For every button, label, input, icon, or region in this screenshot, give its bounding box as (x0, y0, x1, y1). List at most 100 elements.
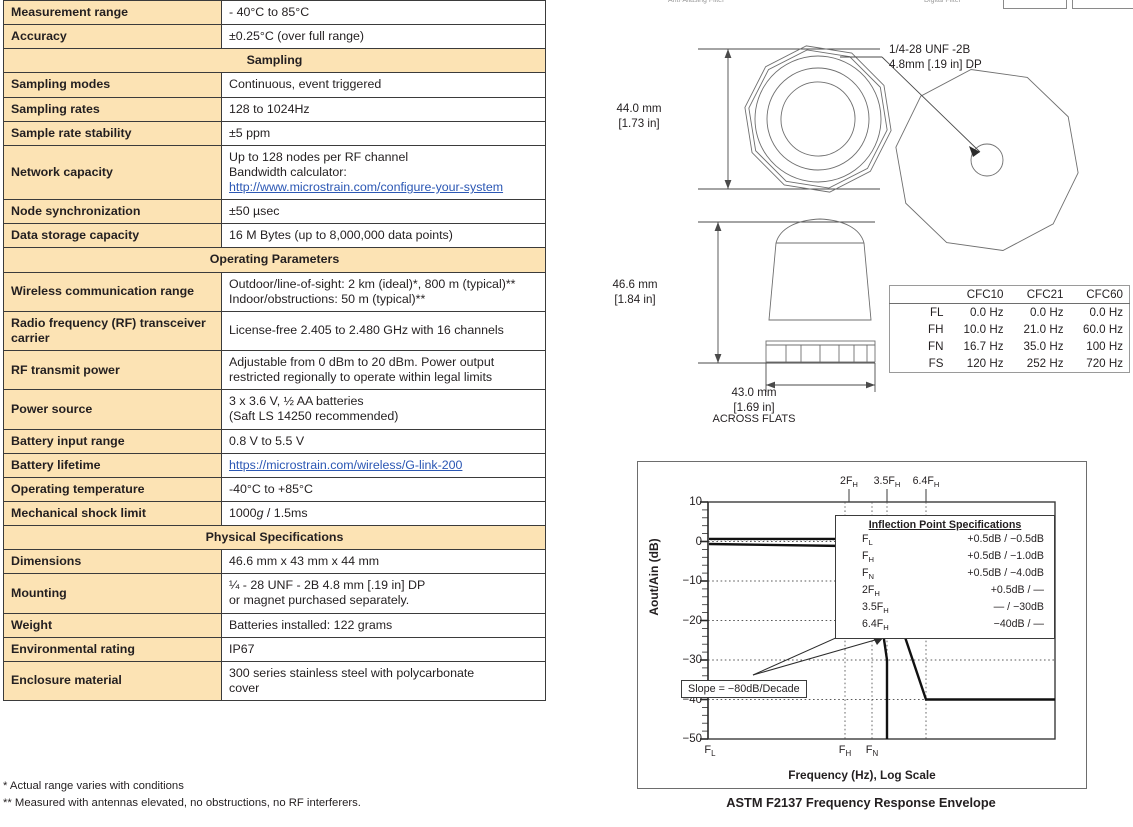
mechanical-drawings (698, 45, 1079, 392)
spec-section-label: Sampling (3, 48, 546, 74)
chart-caption: ASTM F2137 Frequency Response Envelope (726, 795, 996, 810)
chart-y-tick-label: −30 (682, 654, 702, 666)
spec-value-line: / 1.5ms (263, 505, 308, 520)
spec-key: RF transmit power (3, 349, 222, 391)
cfc-cell: 252 Hz (1026, 357, 1064, 370)
spec-value: 46.6 mm x 43 mm x 44 mm (221, 549, 546, 575)
spec-value-line: 300 series stainless steel with polycarb… (229, 665, 475, 680)
chart-y-tick-label: −10 (682, 575, 702, 587)
spec-value: 1000g / 1.5ms (221, 500, 546, 527)
battery-lifetime-link[interactable]: https://microstrain.com/wireless/G-link-… (229, 457, 463, 472)
legend-row: 6.4FH −40dB / — (836, 617, 1054, 634)
spec-value-line: Adjustable from 0 dBm to 20 dBm. Power o… (229, 355, 495, 369)
spec-key: Battery input range (3, 428, 222, 454)
bandwidth-calculator-link[interactable]: http://www.microstrain.com/configure-you… (229, 180, 504, 194)
spec-key: Battery lifetime (3, 452, 222, 478)
spec-key: Operating temperature (3, 476, 222, 502)
spec-value-line: restricted regionally to operate within … (229, 370, 493, 385)
spec-row: Accuracy±0.25°C (over full range) (3, 24, 546, 50)
chart-y-tick-label: −50 (682, 733, 702, 745)
cfc-row-label: FS (928, 357, 944, 370)
legend-tolerance-value: +0.5dB / −0.5dB (967, 533, 1044, 545)
spec-row: Operating temperature-40°C to +85°C (3, 476, 546, 502)
digital-filter-label: Digital Filter (924, 0, 961, 4)
spec-section-label: Physical Specifications (3, 524, 546, 551)
spec-value: 300 series stainless steel with polycarb… (221, 660, 546, 702)
cfc-cell: 120 Hz (966, 357, 1004, 370)
chart-toptick-2fh: 2FH (840, 475, 858, 490)
spec-value: 16 M Bytes (up to 8,000,000 data points) (221, 223, 546, 249)
cfc-column-header: CFC21 (1009, 285, 1070, 304)
legend-point-name: 6.4FH (862, 617, 889, 632)
spec-value: Adjustable from 0 dBm to 20 dBm. Power o… (221, 349, 546, 391)
chart-toptick-64fh: 6.4FH (912, 475, 940, 490)
cfc-row-label: FN (928, 340, 944, 353)
spec-section-label: Operating Parameters (3, 247, 546, 273)
legend-point-name: 3.5FH (862, 600, 889, 615)
spec-section-row: Physical Specifications (3, 524, 546, 551)
chart-y-tick-label: 0 (695, 535, 702, 548)
cfc-row-label: FH (928, 323, 944, 336)
legend-point-name: FL (862, 533, 873, 548)
spec-key: Data storage capacity (3, 223, 222, 249)
chart-y-tick-label: −20 (682, 614, 702, 627)
cfc-column-header: CFC60 (1069, 285, 1130, 304)
spec-value-line: Up to 128 nodes per RF channel (229, 149, 409, 164)
spec-value: -40°C to +85°C (221, 476, 546, 502)
across-flats-dimension-label: 43.0 mm [1.69 in] (731, 386, 777, 414)
spec-value-line: Indoor/obstructions: 50 m (typical)** (229, 291, 426, 306)
spec-value-line: 3 x 3.6 V, ½ AA batteries (229, 394, 364, 409)
spec-value-line: Outdoor/line-of-sight: 2 km (ideal)*, 80… (229, 276, 516, 291)
spec-value-line: or magnet purchased separately. (229, 593, 410, 608)
footnotes: * Actual range varies with conditions **… (3, 778, 563, 811)
spec-value-line: cover (229, 680, 260, 695)
spec-key: Radio frequency (RF) transceiver carrier (3, 310, 222, 352)
legend-tolerance-value: — / −30dB (993, 600, 1044, 613)
chart-xtick-fh: FH (838, 744, 852, 759)
spec-key: Wireless communication range (3, 271, 222, 312)
spec-value-line: 1000 (229, 505, 257, 520)
spec-value: - 40°C to 85°C (221, 0, 546, 26)
legend-row: FL +0.5dB / −0.5dB (836, 532, 1054, 549)
spec-key: Dimensions (3, 549, 222, 575)
legend-row: FN+0.5dB / −4.0dB (836, 566, 1054, 583)
cfc-cell: 0.0 Hz (1029, 306, 1064, 319)
legend-point-name: 2FH (862, 583, 880, 598)
spec-key: Network capacity (3, 144, 222, 201)
spec-value: Outdoor/line-of-sight: 2 km (ideal)*, 80… (221, 271, 546, 312)
spec-row: Wireless communication range Outdoor/line… (3, 271, 546, 312)
frequency-response-chart: Aout/Ain (dB) Frequency (Hz), Log Scale … (637, 461, 1087, 789)
chart-toptick-35fh: 3.5FH (873, 475, 901, 490)
spec-key: Accuracy (3, 24, 222, 50)
spec-row: Measurement range- 40°C to 85°C (3, 0, 546, 26)
spec-key: Power source (3, 389, 222, 430)
spec-value: License-free 2.405 to 2.480 GHz with 16 … (221, 310, 546, 352)
spec-key: Sampling modes (3, 72, 222, 98)
spec-row: Node synchronization±50 µsec (3, 199, 546, 225)
spec-value: https://microstrain.com/wireless/G-link-… (221, 452, 546, 478)
side-view-height-label: 46.6 mm [1.84 in] (612, 278, 658, 306)
legend-title: Inflection Point Specifications (868, 519, 1022, 531)
legend-tolerance-value: −40dB / — (993, 617, 1044, 630)
spec-row: Radio frequency (RF) transceiver carrier… (3, 310, 546, 352)
spec-value-unit: g (256, 505, 264, 520)
across-flats-note: ACROSS FLATS (712, 413, 796, 425)
footnote-single-asterisk: * Actual range varies with conditions (3, 780, 184, 792)
